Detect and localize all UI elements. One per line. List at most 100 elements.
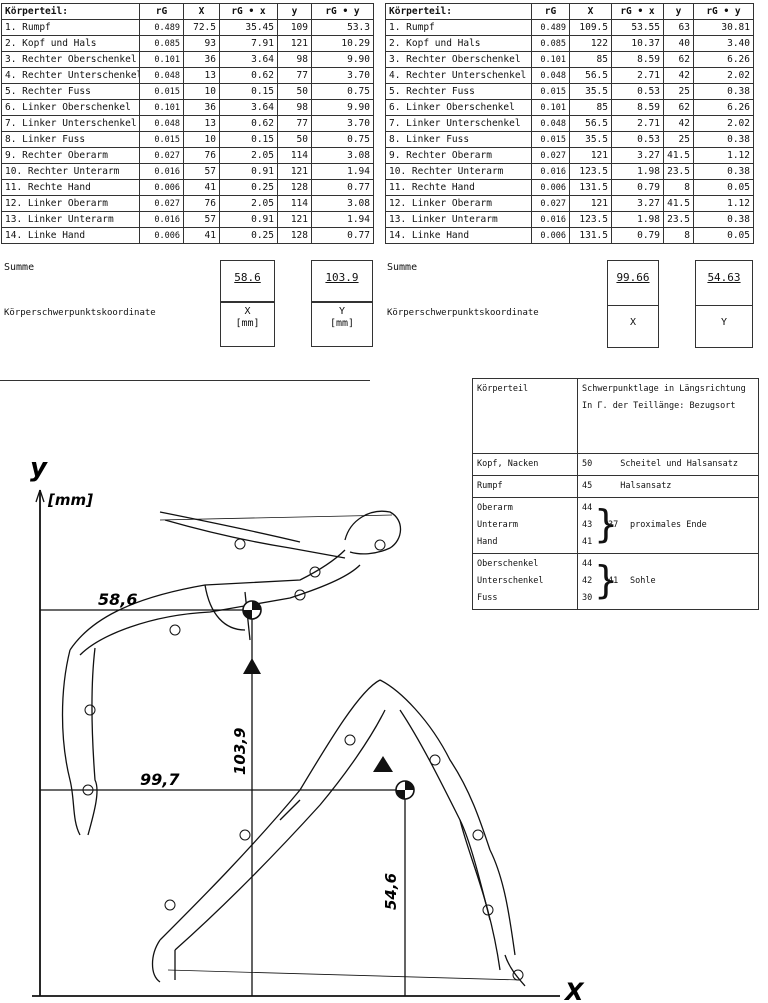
value-cell: 41 bbox=[183, 179, 220, 196]
value-cell: 0.38 bbox=[693, 131, 754, 148]
ref-arm-value: 41 bbox=[582, 537, 593, 547]
body-part-cell: 6. Linker Oberschenkel bbox=[1, 99, 140, 116]
left-header-cell: y bbox=[277, 3, 312, 20]
value-cell: 0.006 bbox=[139, 179, 184, 196]
value-cell: 114 bbox=[277, 147, 312, 164]
value-cell: 3.70 bbox=[311, 115, 374, 132]
body-part-cell: 3. Rechter Oberschenkel bbox=[385, 51, 532, 68]
value-cell: 0.05 bbox=[693, 227, 754, 244]
body-part-cell: 8. Linker Fuss bbox=[1, 131, 140, 148]
value-cell: 40 bbox=[663, 35, 694, 52]
value-cell: 122 bbox=[569, 35, 612, 52]
body-part-cell: 5. Rechter Fuss bbox=[1, 83, 140, 100]
right-header-cell: rG • x bbox=[611, 3, 664, 20]
value-cell: 0.016 bbox=[139, 211, 184, 228]
value-cell: 57 bbox=[183, 211, 220, 228]
value-cell: 0.015 bbox=[531, 131, 570, 148]
figure-sketch: y [mm] X 58,6 103,9 99,7 54,6 bbox=[30, 453, 585, 1003]
value-cell: 0.38 bbox=[693, 83, 754, 100]
ref-rumpf-ref: Halsansatz bbox=[620, 481, 672, 491]
lower-support-triangle bbox=[373, 756, 393, 772]
value-cell: 0.015 bbox=[139, 83, 184, 100]
value-cell: 0.085 bbox=[531, 35, 570, 52]
value-cell: 131.5 bbox=[569, 179, 612, 196]
value-cell: 0.77 bbox=[311, 179, 374, 196]
value-cell: 121 bbox=[277, 211, 312, 228]
body-part-cell: 12. Linker Oberarm bbox=[1, 195, 140, 212]
lower-figure bbox=[151, 679, 526, 987]
value-cell: 3.64 bbox=[219, 51, 278, 68]
value-cell: 50 bbox=[277, 131, 312, 148]
body-part-cell: 8. Linker Fuss bbox=[385, 131, 532, 148]
value-cell: 0.015 bbox=[139, 131, 184, 148]
value-cell: 123.5 bbox=[569, 211, 612, 228]
value-cell: 0.048 bbox=[531, 115, 570, 132]
right-coord-label: Körperschwerpunktskoordinate bbox=[387, 308, 539, 318]
value-cell: 41.5 bbox=[663, 147, 694, 164]
right-sum-y: 54.63 bbox=[695, 260, 753, 306]
left-sum-x-value: 58.6 bbox=[234, 271, 261, 284]
ref-leg-value: 30 bbox=[582, 593, 593, 603]
ref-kopf-value: 50 bbox=[582, 459, 593, 469]
value-cell: 0.62 bbox=[219, 115, 278, 132]
value-cell: 0.006 bbox=[139, 227, 184, 244]
left-sum-x: 58.6 bbox=[220, 260, 275, 302]
upper-support-triangle bbox=[243, 658, 261, 674]
value-cell: 56.5 bbox=[569, 115, 612, 132]
right-header-cell: rG • y bbox=[693, 3, 754, 20]
value-cell: 0.15 bbox=[219, 131, 278, 148]
left-sum-y: 103.9 bbox=[311, 260, 373, 302]
body-part-cell: 13. Linker Unterarm bbox=[1, 211, 140, 228]
ref-leg-group: 41 bbox=[608, 576, 619, 586]
y-unit-label: [mm] bbox=[47, 491, 93, 509]
body-part-cell: 3. Rechter Oberschenkel bbox=[1, 51, 140, 68]
right-sum-x-value: 99.66 bbox=[616, 271, 650, 284]
arm-brace: } bbox=[594, 502, 619, 546]
ref-leg-cell: 44 42 30 } 41 Sohle bbox=[577, 553, 759, 610]
value-cell: 0.75 bbox=[311, 83, 374, 100]
body-part-cell: 14. Linke Hand bbox=[1, 227, 140, 244]
right-coord-x-label: X bbox=[629, 317, 637, 328]
value-cell: 3.40 bbox=[693, 35, 754, 52]
value-cell: 42 bbox=[663, 67, 694, 84]
value-cell: 0.05 bbox=[693, 179, 754, 196]
value-cell: 1.12 bbox=[693, 195, 754, 212]
right-header-cell: X bbox=[569, 3, 612, 20]
value-cell: 3.08 bbox=[311, 195, 374, 212]
value-cell: 77 bbox=[277, 67, 312, 84]
value-cell: 1.94 bbox=[311, 211, 374, 228]
left-coord-y: Y [mm] bbox=[311, 302, 373, 347]
value-cell: 72.5 bbox=[183, 19, 220, 36]
value-cell: 3.08 bbox=[311, 147, 374, 164]
body-part-cell: 10. Rechter Unterarm bbox=[1, 163, 140, 180]
value-cell: 0.048 bbox=[139, 67, 184, 84]
value-cell: 0.53 bbox=[611, 131, 664, 148]
left-coord-x-label: X bbox=[244, 306, 251, 317]
right-header-cell: rG bbox=[531, 3, 570, 20]
ref-leg-value: 44 bbox=[582, 559, 593, 569]
value-cell: 62 bbox=[663, 99, 694, 116]
value-cell: 0.79 bbox=[611, 179, 664, 196]
body-part-cell: 4. Rechter Unterschenkel bbox=[385, 67, 532, 84]
left-summe-label: Summe bbox=[4, 262, 35, 273]
value-cell: 0.25 bbox=[219, 179, 278, 196]
value-cell: 85 bbox=[569, 51, 612, 68]
value-cell: 53.3 bbox=[311, 19, 374, 36]
body-part-cell: 12. Linker Oberarm bbox=[385, 195, 532, 212]
ref-arm-group: 37 bbox=[608, 520, 619, 530]
value-cell: 2.02 bbox=[693, 115, 754, 132]
body-part-cell: 1. Rumpf bbox=[1, 19, 140, 36]
value-cell: 0.006 bbox=[531, 227, 570, 244]
value-cell: 98 bbox=[277, 51, 312, 68]
value-cell: 0.027 bbox=[531, 147, 570, 164]
left-coord-label: Körperschwerpunktskoordinate bbox=[4, 308, 156, 318]
value-cell: 0.101 bbox=[531, 99, 570, 116]
